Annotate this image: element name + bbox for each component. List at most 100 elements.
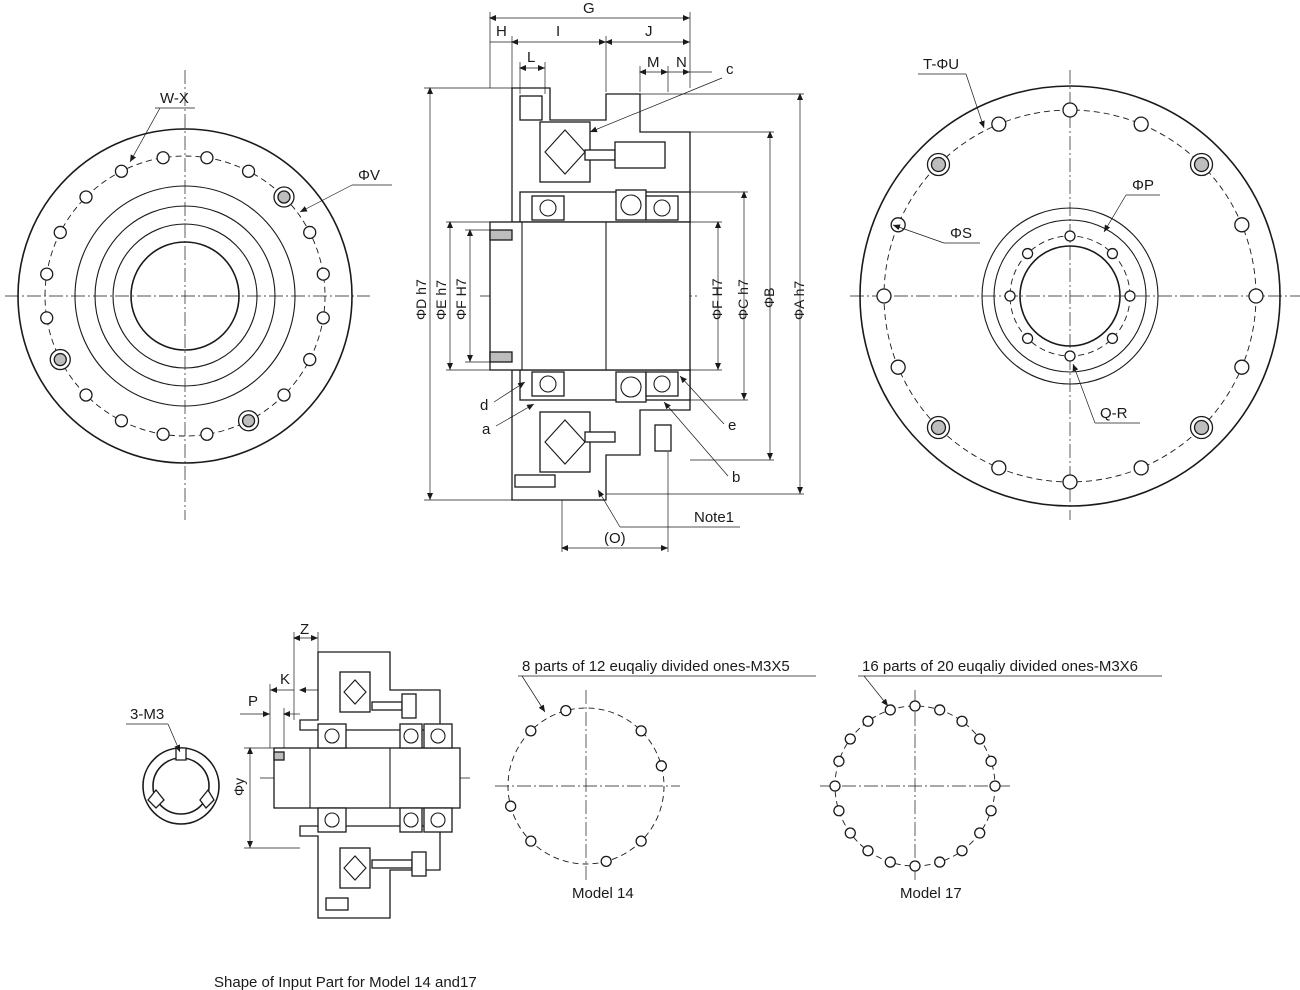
right-inner-hole	[1064, 350, 1076, 362]
wx-label: W-X	[160, 90, 189, 107]
right-inner-hole	[1064, 230, 1076, 242]
left-mount-hole	[277, 388, 291, 402]
dim-phi-e: ΦE h7	[433, 280, 449, 320]
left-mount-hole	[40, 267, 54, 281]
phi-s-label: ΦS	[950, 225, 972, 242]
input-part-section: Z K P Φy	[231, 621, 470, 919]
dim-g: G	[583, 0, 595, 17]
left-mount-hole	[200, 427, 214, 441]
left-mount-hole	[156, 427, 170, 441]
left-mount-hole	[241, 164, 256, 178]
dim-n: N	[676, 54, 687, 71]
dim-phi-c: ΦC h7	[735, 279, 751, 320]
right-mount-hole-bolt	[930, 156, 947, 173]
right-inner-hole	[1124, 290, 1136, 302]
dim-i: I	[556, 23, 560, 40]
left-mount-hole-bolt	[53, 352, 67, 367]
model-17-hole	[974, 827, 986, 839]
left-mount-hole	[316, 311, 330, 325]
dim-h: H	[496, 23, 507, 40]
model-17-pattern: 16 parts of 20 euqaliy divided ones-M3X6…	[820, 658, 1162, 902]
model-14-hole	[655, 760, 667, 772]
left-mount-hole	[79, 190, 93, 204]
model-14-label: Model 14	[572, 885, 634, 902]
left-mount-hole	[156, 151, 170, 165]
model-14-hole	[635, 725, 647, 737]
model-14-hole	[560, 705, 572, 717]
right-inner-hole	[1021, 332, 1034, 345]
left-mount-hole	[303, 225, 317, 240]
dim-c: c	[726, 61, 734, 78]
left-mount-hole	[114, 164, 129, 178]
model-14-hole	[525, 725, 537, 737]
q-r-label: Q-R	[1100, 405, 1128, 422]
model-17-hole	[909, 860, 921, 872]
dim-j: J	[645, 23, 653, 40]
model-17-hole	[844, 827, 856, 839]
model-17-hole	[956, 715, 968, 727]
label-3-m3: 3-M3	[130, 706, 164, 723]
right-inner-hole	[1004, 290, 1016, 302]
right-inner-hole	[1106, 332, 1119, 345]
model-14-hole	[525, 835, 537, 847]
dim-phi-b: ΦB	[761, 287, 777, 308]
right-mount-hole-bolt	[930, 419, 947, 436]
right-mount-hole-bolt	[1193, 419, 1210, 436]
dim-m: M	[647, 54, 660, 71]
right-mount-hole	[1234, 217, 1250, 233]
model-17-hole	[844, 733, 856, 745]
model-17-hole	[974, 733, 986, 745]
left-mount-hole	[40, 311, 54, 325]
model-14-note: 8 parts of 12 euqaliy divided ones-M3X5	[522, 658, 790, 675]
model-17-label: Model 17	[900, 885, 962, 902]
label-note1: Note1	[694, 509, 734, 526]
dim-k: K	[280, 671, 290, 688]
left-mount-hole	[316, 267, 330, 281]
dim-phi-a: ΦA h7	[791, 281, 807, 320]
right-inner-hole	[1106, 247, 1119, 260]
model-17-hole	[833, 805, 845, 817]
left-mount-hole	[114, 414, 129, 428]
right-mount-hole	[1062, 102, 1078, 118]
dim-z: Z	[300, 621, 309, 638]
dim-phi-y: Φy	[231, 778, 247, 796]
t-phi-u-label: T-ΦU	[923, 56, 959, 73]
input-ring-view: 3-M3 Shape of Input Part for Model 14 an…	[126, 706, 477, 990]
model-17-hole	[862, 715, 874, 727]
model-17-note: 16 parts of 20 euqaliy divided ones-M3X6	[862, 658, 1138, 675]
input-caption: Shape of Input Part for Model 14 and17	[214, 974, 477, 990]
dim-phi-d: ΦD h7	[413, 279, 429, 320]
phi-p-label: ΦP	[1132, 177, 1154, 194]
label-d: d	[480, 397, 488, 414]
left-mount-hole-bolt	[241, 414, 256, 428]
model-17-hole	[862, 845, 874, 857]
model-17-hole	[989, 780, 1001, 792]
model-14-hole	[505, 800, 517, 812]
right-front-view: T-ΦU ΦP ΦS Q-R	[850, 56, 1300, 520]
right-mount-hole	[991, 116, 1007, 132]
model-14-pattern: 8 parts of 12 euqaliy divided ones-M3X5 …	[495, 658, 816, 902]
dim-phi-f-left: ΦF H7	[453, 278, 469, 320]
right-mount-hole	[1234, 359, 1250, 375]
model-17-hole	[934, 856, 946, 868]
right-mount-hole	[890, 359, 906, 375]
left-mount-hole	[200, 151, 214, 165]
dim-l: L	[527, 49, 535, 66]
model-14-hole	[635, 835, 647, 847]
right-mount-hole-bolt	[1193, 156, 1210, 173]
model-17-hole	[985, 805, 997, 817]
phi-v-label: ΦV	[358, 167, 380, 184]
model-17-hole	[956, 845, 968, 857]
model-17-hole	[829, 780, 841, 792]
left-front-view: W-X ΦV	[5, 70, 392, 520]
label-e: e	[728, 417, 736, 434]
model-14-hole	[600, 855, 612, 867]
right-mount-hole	[1133, 116, 1149, 132]
right-mount-hole	[1133, 460, 1149, 476]
left-mount-hole	[53, 225, 67, 240]
right-mount-hole	[876, 288, 892, 304]
model-17-hole	[884, 704, 896, 716]
model-17-hole	[884, 856, 896, 868]
